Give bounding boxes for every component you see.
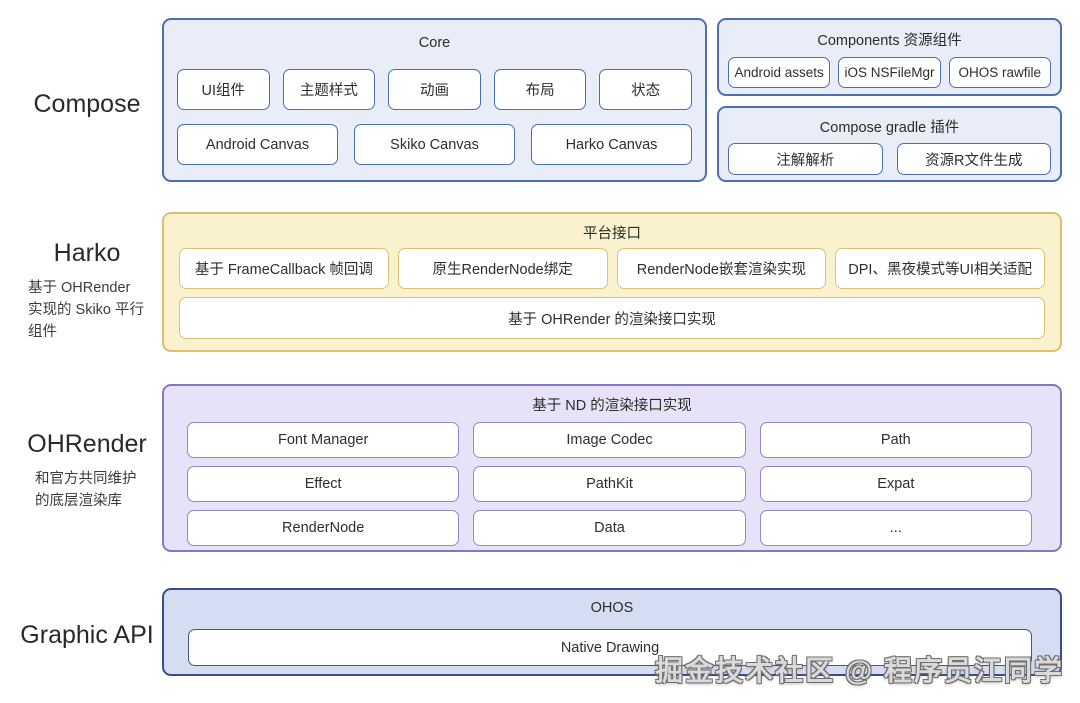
- gradle-plugin-group-title: Compose gradle 插件: [819, 120, 960, 136]
- platform-box-rendernode-nested-render: RenderNode嵌套渲染实现: [616, 248, 827, 289]
- tier-label-compose: Compose: [33, 90, 141, 118]
- core-box-animation: 动画: [388, 69, 481, 110]
- core-box-state: 状态: [599, 69, 692, 110]
- core-row-1: UI组件 主题样式 动画 布局 状态: [177, 69, 692, 110]
- watermark-text: 掘金技术社区 @ 程序员江同学: [655, 655, 1064, 686]
- ohrender-box-ellipsis: ...: [759, 510, 1032, 546]
- tier-label-harko-subtitle: 基于 OHRender 实现的 Skiko 平行组件: [28, 280, 145, 341]
- ohrender-box-image-codec: Image Codec: [473, 422, 746, 458]
- components-group: Components 资源组件 Android assets iOS NSFil…: [717, 18, 1062, 96]
- ohrender-box-font-manager: Font Manager: [187, 422, 460, 458]
- tier-label-harko: Harko 基于 OHRender 实现的 Skiko 平行组件: [12, 239, 162, 343]
- ohos-group-title: OHOS: [590, 600, 634, 616]
- core-row-2: Android Canvas Skiko Canvas Harko Canvas: [177, 124, 692, 165]
- tier-label-harko-title: Harko: [53, 239, 121, 267]
- components-row: Android assets iOS NSFileMgr OHOS rawfil…: [728, 57, 1051, 88]
- gradle-box-resource-r-file-gen: 资源R文件生成: [896, 143, 1051, 175]
- ohos-group: OHOS Native Drawing: [162, 588, 1062, 676]
- components-box-android-assets: Android assets: [728, 57, 831, 88]
- nd-render-grid: Font Manager Image Codec Path Effect Pat…: [187, 422, 1032, 546]
- ohrender-box-path: Path: [759, 422, 1032, 458]
- nd-render-group-title: 基于 ND 的渲染接口实现: [532, 398, 692, 414]
- tier-label-ohrender-subtitle: 和官方共同维护的底层渲染库: [35, 471, 137, 510]
- nd-render-group: 基于 ND 的渲染接口实现 Font Manager Image Codec P…: [162, 384, 1062, 552]
- components-group-title: Components 资源组件: [817, 33, 962, 49]
- platform-box-native-rendernode-binding: 原生RenderNode绑定: [397, 248, 608, 289]
- core-box-android-canvas: Android Canvas: [177, 124, 338, 165]
- core-group-title: Core: [418, 35, 451, 51]
- platform-interface-group: 平台接口 基于 FrameCallback 帧回调 原生RenderNode绑定…: [162, 212, 1062, 352]
- platform-box-ohrender-render-interface: 基于 OHRender 的渲染接口实现: [179, 297, 1045, 339]
- ohrender-box-expat: Expat: [759, 466, 1032, 502]
- components-box-ohos-rawfile: OHOS rawfile: [948, 57, 1051, 88]
- core-box-ui-component: UI组件: [177, 69, 270, 110]
- tier-label-ohrender-title: OHRender: [27, 430, 147, 458]
- platform-interface-row: 基于 FrameCallback 帧回调 原生RenderNode绑定 Rend…: [179, 248, 1045, 289]
- ohrender-box-rendernode: RenderNode: [187, 510, 460, 546]
- ohrender-box-effect: Effect: [187, 466, 460, 502]
- components-box-ios-nsfilemgr: iOS NSFileMgr: [838, 57, 941, 88]
- ohrender-box-pathkit: PathKit: [473, 466, 746, 502]
- tier-label-ohrender: OHRender 和官方共同维护的底层渲染库: [12, 430, 162, 512]
- core-group: Core UI组件 主题样式 动画 布局 状态 Android Canvas S…: [162, 18, 707, 182]
- platform-box-framecallback: 基于 FrameCallback 帧回调: [179, 248, 389, 289]
- tier-label-graphic-api: Graphic API: [20, 621, 154, 649]
- gradle-plugin-row: 注解解析 资源R文件生成: [728, 143, 1051, 175]
- ohos-box-native-drawing: Native Drawing: [188, 629, 1032, 666]
- core-box-layout: 布局: [493, 69, 587, 110]
- platform-box-dpi-darkmode-ui-adapt: DPI、黑夜模式等UI相关适配: [835, 248, 1045, 289]
- platform-interface-group-title: 平台接口: [583, 226, 641, 242]
- core-box-theme-style: 主题样式: [282, 69, 376, 110]
- gradle-plugin-group: Compose gradle 插件 注解解析 资源R文件生成: [717, 106, 1062, 182]
- core-box-skiko-canvas: Skiko Canvas: [354, 124, 515, 165]
- ohrender-box-data: Data: [473, 510, 746, 546]
- gradle-box-annotation-parsing: 注解解析: [728, 143, 883, 175]
- core-box-harko-canvas: Harko Canvas: [531, 124, 692, 165]
